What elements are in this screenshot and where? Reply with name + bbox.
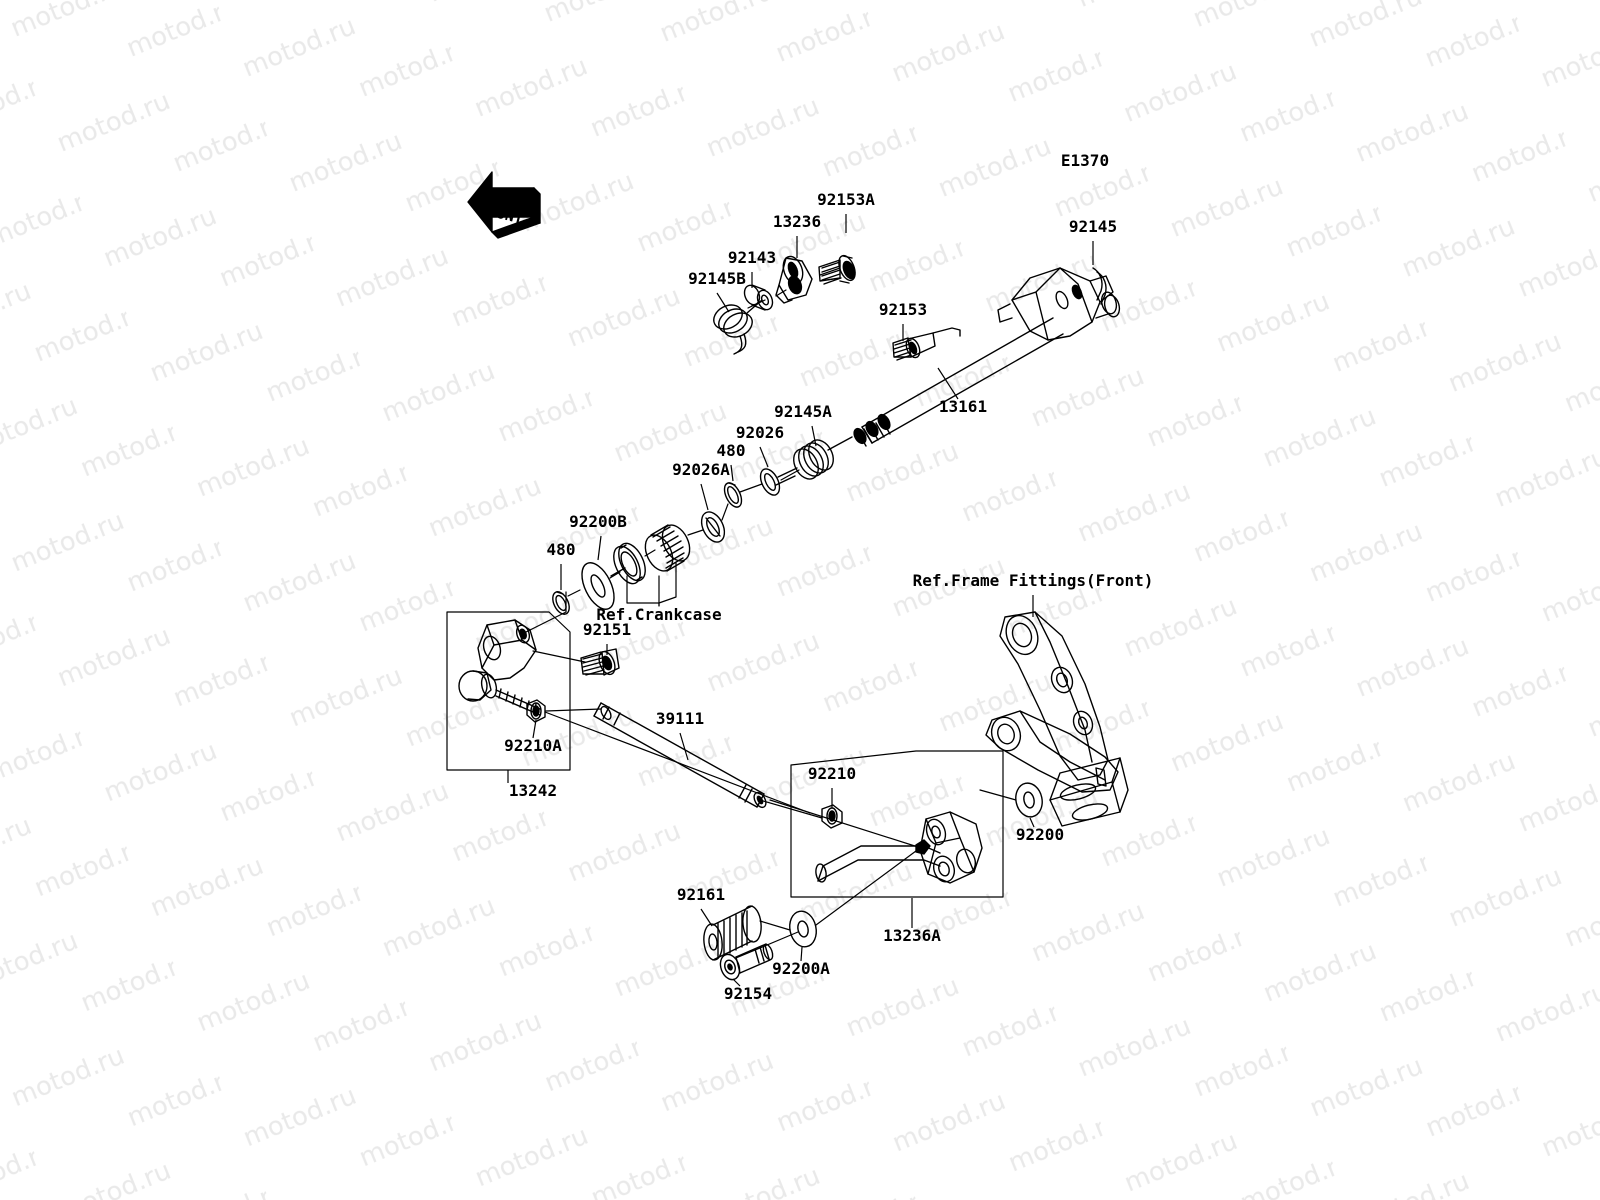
label-ref-frame-fittings: Ref.Frame Fittings(Front) [913, 571, 1154, 617]
part-92210-lock-nut [821, 804, 843, 829]
svg-text:92200A: 92200A [772, 959, 830, 978]
label-92153: 92153 [879, 300, 927, 341]
label-92026A: 92026A [672, 460, 730, 511]
part-92161-pedal-rubber [703, 905, 762, 961]
svg-text:92145B: 92145B [688, 269, 746, 288]
part-13236-shift-lever-arm [775, 255, 813, 304]
label-92151: 92151 [583, 620, 631, 655]
svg-text:92026A: 92026A [672, 460, 730, 479]
svg-text:92161: 92161 [677, 885, 725, 904]
svg-text:Ref.Frame Fittings(Front): Ref.Frame Fittings(Front) [913, 571, 1154, 590]
svg-text:92210A: 92210A [504, 736, 562, 755]
part-92200-washer [1015, 782, 1043, 818]
svg-text:92143: 92143 [728, 248, 776, 267]
svg-text:480: 480 [547, 540, 576, 559]
part-13161-gear-change-shaft [853, 267, 1114, 447]
label-92161: 92161 [677, 885, 725, 927]
part-92145A-coil-spring [775, 436, 853, 486]
part-needle-bearing [644, 524, 691, 572]
label-92200: 92200 [1016, 817, 1064, 844]
label-480-lower: 480 [547, 540, 576, 590]
label-92210A: 92210A [504, 719, 562, 755]
svg-text:92145: 92145 [1069, 217, 1117, 236]
svg-text:13236: 13236 [773, 212, 821, 231]
svg-text:13161: 13161 [939, 397, 987, 416]
part-92154-pedal-bolt [719, 943, 774, 981]
svg-text:39111: 39111 [656, 709, 704, 728]
part-92143-collar [743, 284, 774, 311]
label-13236: 13236 [773, 212, 821, 258]
label-92153A: 92153A [817, 190, 875, 233]
part-480-circlip-upper [723, 482, 743, 508]
svg-text:92145A: 92145A [774, 402, 832, 421]
part-frame-fitting-bracket [985, 611, 1129, 827]
front-arrow-icon: FRONT [467, 171, 541, 239]
svg-text:92200: 92200 [1016, 825, 1064, 844]
svg-text:E1370: E1370 [1061, 151, 1109, 170]
svg-text:480: 480 [717, 441, 746, 460]
svg-text:92153A: 92153A [817, 190, 875, 209]
svg-text:13236A: 13236A [883, 926, 941, 945]
svg-text:92153: 92153 [879, 300, 927, 319]
label-92200A: 92200A [772, 946, 830, 978]
label-39111: 39111 [656, 709, 704, 761]
svg-text:92200B: 92200B [569, 512, 627, 531]
label-92154: 92154 [724, 978, 772, 1003]
part-92151-flange-bolt [580, 648, 620, 676]
label-13242: 13242 [507, 770, 557, 800]
svg-text:92210: 92210 [808, 764, 856, 783]
part-480-circlip-lower [552, 591, 570, 615]
label-92145: 92145 [1069, 217, 1117, 265]
svg-text:92151: 92151 [583, 620, 631, 639]
label-figure-code: E1370 [1061, 151, 1109, 170]
svg-text:92026: 92026 [736, 423, 784, 442]
label-92210: 92210 [808, 764, 856, 808]
part-92145-spring-clip [1092, 267, 1121, 318]
svg-text:13242: 13242 [509, 781, 557, 800]
label-13236A: 13236A [883, 898, 941, 945]
part-92200A-washer [789, 910, 817, 948]
svg-text:92154: 92154 [724, 984, 772, 1003]
part-oil-seal [613, 542, 646, 585]
part-92145B-return-spring [713, 299, 763, 355]
part-92026-shim-washer [759, 468, 781, 496]
